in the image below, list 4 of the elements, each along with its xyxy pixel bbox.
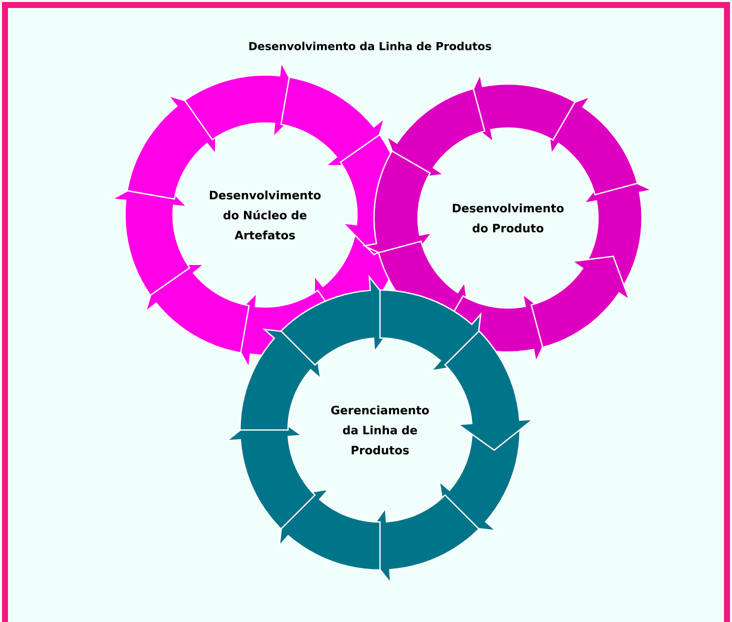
- title: Desenvolvimento da Linha de Produtos: [249, 42, 492, 50]
- ring-label: Desenvolvimento do Núcleo de Artefatos: [210, 190, 321, 240]
- ring-label: Desenvolvimento do Produto: [452, 204, 564, 232]
- ring-label: Gerenciamento da Linha de Produtos: [331, 406, 429, 454]
